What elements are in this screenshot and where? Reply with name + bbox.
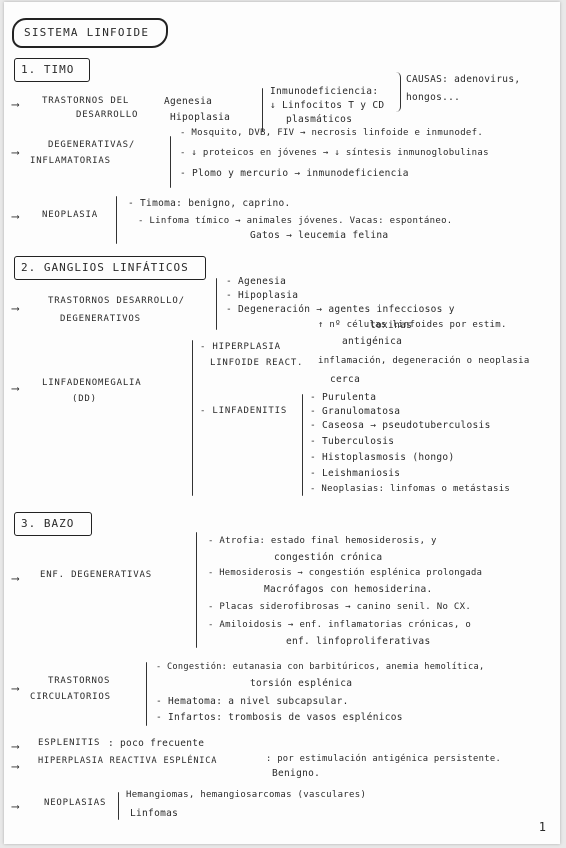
brace <box>396 72 401 112</box>
label: LINFOIDE REACT. <box>210 358 304 368</box>
label: DESARROLLO <box>76 110 139 120</box>
text: cerca <box>330 374 361 385</box>
text: - Linfoma tímico → animales jóvenes. Vac… <box>138 216 453 226</box>
section-1-heading: 1. TIMO <box>14 58 90 82</box>
text: - Congestión: eutanasia con barbitúricos… <box>156 662 485 672</box>
list-item: - Purulenta <box>310 392 377 403</box>
text: Macrófagos con hemosiderina. <box>264 584 433 595</box>
text: Inmunodeficiencia: <box>270 86 379 97</box>
text: - Hematoma: a nivel subcapsular. <box>156 696 349 707</box>
label: (DD) <box>72 394 97 404</box>
list-item: - Neoplasias: linfomas o metástasis <box>310 484 511 494</box>
text: - ↓ proteicos en jóvenes → ↓ síntesis in… <box>180 148 489 158</box>
text: - Agenesia <box>226 276 287 287</box>
text: toxinas <box>370 320 413 331</box>
brace <box>192 340 193 496</box>
brace <box>262 88 263 132</box>
label: DEGENERATIVAS/ <box>48 140 136 150</box>
text: - Atrofia: estado final hemosiderosis, y <box>208 536 437 546</box>
text: Agenesia <box>164 96 213 107</box>
text: plasmáticos <box>286 114 353 125</box>
text: : por estimulación antigénica persistent… <box>266 754 502 764</box>
label: NEOPLASIA <box>42 210 98 220</box>
arrow-icon: ⟶ <box>12 740 19 753</box>
brace <box>116 196 117 244</box>
brace <box>170 136 171 188</box>
label: DEGENERATIVOS <box>60 314 141 324</box>
list-item: - Granulomatosa <box>310 406 401 417</box>
notebook-page: SISTEMA LINFOIDE 1. TIMO ⟶ TRASTORNOS DE… <box>4 2 560 844</box>
text: - Placas siderofibrosas → canino senil. … <box>208 602 472 612</box>
arrow-icon: ⟶ <box>12 572 19 585</box>
text: inflamación, degeneración o neoplasia <box>318 356 530 366</box>
arrow-icon: ⟶ <box>12 302 19 315</box>
text: ↑ nº células linfoides por estim. <box>318 320 507 330</box>
text: - Amiloidosis → enf. inflamatorias cróni… <box>208 620 472 630</box>
brace <box>302 394 303 496</box>
list-item: - Tuberculosis <box>310 436 395 447</box>
label: TRASTORNOS <box>48 676 111 686</box>
arrow-icon: ⟶ <box>12 760 19 773</box>
label: TRASTORNOS DESARROLLO/ <box>48 296 185 306</box>
text: - Infartos: trombosis de vasos esplénico… <box>156 712 403 723</box>
label: - LINFADENITIS <box>200 406 288 416</box>
section-2-heading: 2. GANGLIOS LINFÁTICOS <box>14 256 206 280</box>
brace <box>196 532 197 648</box>
text: Gatos → leucemia felina <box>250 230 389 241</box>
arrow-icon: ⟶ <box>12 146 19 159</box>
text: Hemangiomas, hemangiosarcomas (vasculare… <box>126 790 367 800</box>
label: ESPLENITIS <box>38 738 101 748</box>
text: - Hipoplasia <box>226 290 299 301</box>
list-item: - Caseosa → pseudotuberculosis <box>310 420 491 431</box>
text: torsión esplénica <box>250 678 353 689</box>
text: congestión crónica <box>274 552 383 563</box>
arrow-icon: ⟶ <box>12 800 19 813</box>
text: - Timoma: benigno, caprino. <box>128 198 291 209</box>
arrow-icon: ⟶ <box>12 210 19 223</box>
text: enf. linfoproliferativas <box>286 636 431 647</box>
brace <box>118 792 119 820</box>
label: NEOPLASIAS <box>44 798 107 808</box>
text: ↓ Linfocitos T y CD <box>270 100 385 111</box>
label: HIPERPLASIA REACTIVA ESPLÉNICA <box>38 756 218 766</box>
label: INFLAMATORIAS <box>30 156 111 166</box>
arrow-icon: ⟶ <box>12 382 19 395</box>
list-item: - Histoplasmosis (hongo) <box>310 452 455 463</box>
brace <box>146 662 147 726</box>
text: - Mosquito, DVB, FIV → necrosis linfoide… <box>180 128 484 138</box>
text: CAUSAS: adenovirus, <box>406 74 521 85</box>
label: - HIPERPLASIA <box>200 342 281 352</box>
arrow-icon: ⟶ <box>12 98 19 111</box>
text: - Plomo y mercurio → inmunodeficiencia <box>180 168 409 179</box>
brace <box>216 278 217 330</box>
label: ENF. DEGENERATIVAS <box>40 570 152 580</box>
arrow-icon: ⟶ <box>12 682 19 695</box>
text: antigénica <box>342 336 403 347</box>
text: : poco frecuente <box>108 738 205 749</box>
label: TRASTORNOS DEL <box>42 96 130 106</box>
text: Hipoplasia <box>170 112 231 123</box>
text: hongos... <box>406 92 461 103</box>
page-title: SISTEMA LINFOIDE <box>12 18 168 48</box>
label: LINFADENOMEGALIA <box>42 378 142 388</box>
text: - Degeneración → agentes infecciosos y <box>226 304 455 315</box>
label: CIRCULATORIOS <box>30 692 111 702</box>
text: Linfomas <box>130 808 179 819</box>
list-item: - Leishmaniosis <box>310 468 401 479</box>
text: - Hemosiderosis → congestión esplénica p… <box>208 568 483 578</box>
page-number: 1 <box>538 820 546 834</box>
text: Benigno. <box>272 768 321 779</box>
section-3-heading: 3. BAZO <box>14 512 92 536</box>
